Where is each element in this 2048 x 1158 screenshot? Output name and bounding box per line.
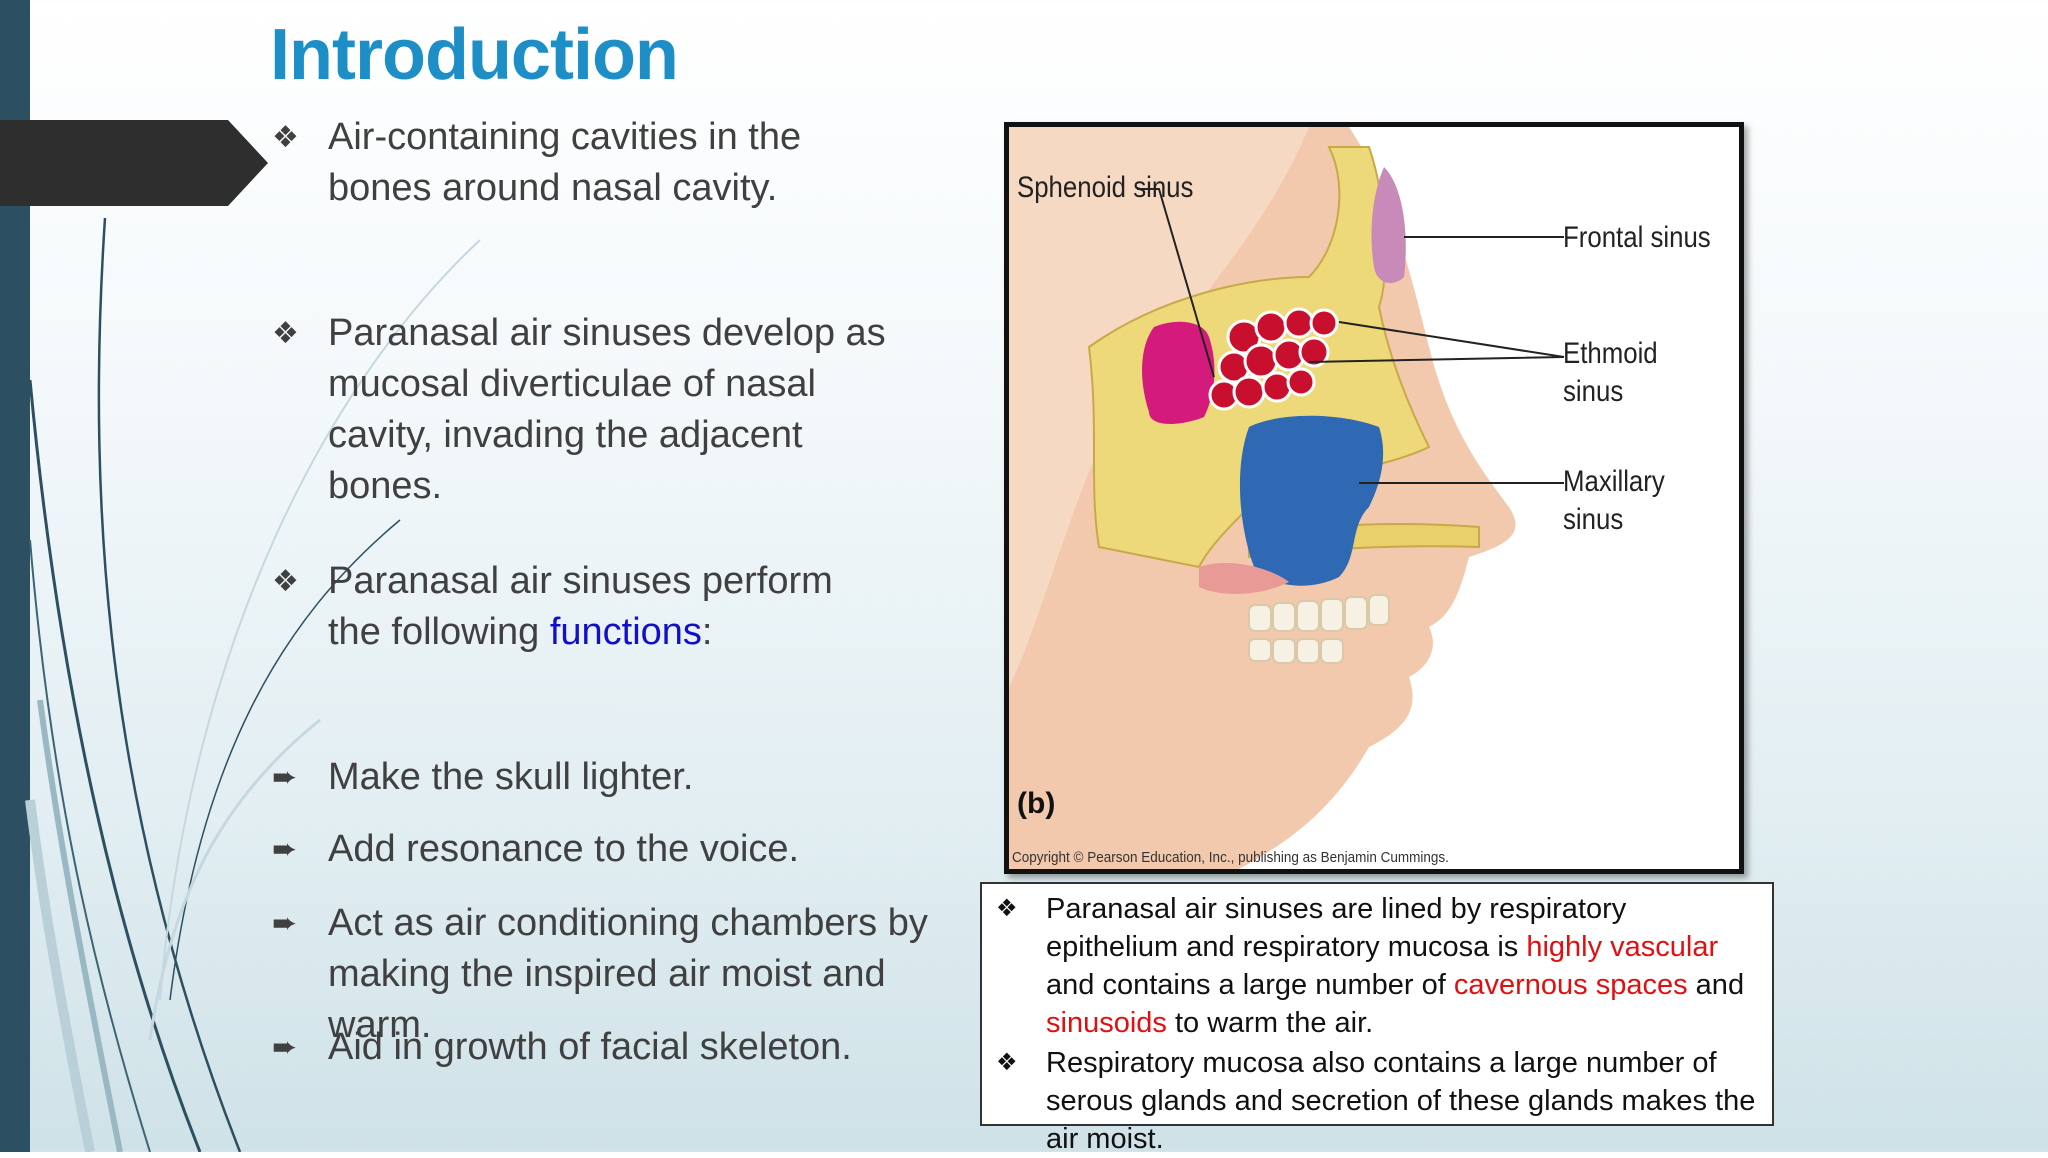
bullet-text: Paranasal air sinuses perform the follow…: [328, 560, 833, 653]
sinus-anatomy-figure: Sphenoid sinus Frontal sinus Ethmoid sin…: [1004, 122, 1744, 874]
sinus-illustration: [1009, 127, 1565, 869]
bullet-text: Paranasal air sinuses develop as mucosal…: [328, 312, 886, 507]
bullet-text: Aid in growth of facial skeleton.: [328, 1026, 852, 1068]
figure-copyright: Copyright © Pearson Education, Inc., pub…: [1012, 849, 1449, 866]
bullet-item: ➨ Make the skull lighter.: [272, 752, 972, 803]
note-text: Paranasal air sinuses are lined by respi…: [1046, 893, 1745, 1039]
bullet-item: ❖ Paranasal air sinuses develop as mucos…: [272, 308, 912, 512]
note-item: ❖ Respiratory mucosa also contains a lar…: [996, 1044, 1766, 1158]
diamond-bullet-icon: ❖: [272, 121, 299, 154]
note-text: Respiratory mucosa also contains a large…: [1046, 1047, 1756, 1155]
notes-box: ❖ Paranasal air sinuses are lined by res…: [980, 882, 1774, 1155]
functions-link: functions: [549, 611, 702, 653]
diamond-bullet-icon: ❖: [996, 1049, 1018, 1076]
note-item: ❖ Paranasal air sinuses are lined by res…: [996, 890, 1766, 1042]
bullet-text: Air-containing cavities in the bones aro…: [328, 116, 802, 209]
arrow-bullet-icon: ➨: [272, 907, 298, 940]
arrow-bullet-icon: ➨: [272, 1031, 298, 1064]
label-ethmoid-sinus: Ethmoid sinus: [1563, 337, 1658, 408]
bullet-text: Act as air conditioning chambers by maki…: [328, 902, 928, 1046]
bullet-item: ➨ Aid in growth of facial skeleton.: [272, 1022, 972, 1073]
diamond-bullet-icon: ❖: [272, 565, 299, 598]
bullet-text: Make the skull lighter.: [328, 756, 694, 798]
label-maxillary-sinus: Maxillary sinus: [1563, 465, 1665, 536]
bullet-item: ➨ Act as air conditioning chambers by ma…: [272, 898, 972, 1051]
figure-panel-label: (b): [1017, 787, 1056, 820]
arrow-bullet-icon: ➨: [272, 761, 298, 794]
slide-title: Introduction: [270, 15, 679, 95]
bullet-text: Add resonance to the voice.: [328, 828, 800, 870]
diamond-bullet-icon: ❖: [996, 895, 1018, 922]
title-arrow-tab: [0, 120, 268, 206]
arrow-bullet-icon: ➨: [272, 833, 298, 866]
label-frontal-sinus: Frontal sinus: [1563, 221, 1711, 254]
bullet-item: ❖ Paranasal air sinuses perform the foll…: [272, 556, 872, 658]
diamond-bullet-icon: ❖: [272, 317, 299, 350]
bullet-item: ➨ Add resonance to the voice.: [272, 824, 972, 875]
bullet-item: ❖ Air-containing cavities in the bones a…: [272, 112, 912, 214]
label-sphenoid-sinus: Sphenoid sinus: [1017, 171, 1194, 204]
